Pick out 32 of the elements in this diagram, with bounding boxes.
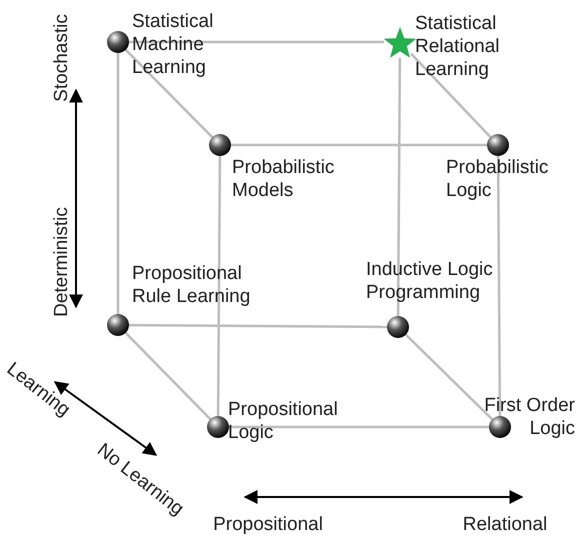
cube-edge: [228, 426, 490, 428]
axis-label: Relational: [462, 514, 548, 536]
cube-edge: [216, 155, 222, 417]
cube-edge: [404, 333, 494, 421]
vertex-label: Probabilistic Logic: [446, 156, 550, 202]
vertex-label: Propositional Rule Learning: [132, 262, 252, 308]
vertex-label: Statistical Relational Learning: [415, 12, 500, 81]
sphere-node: [489, 416, 511, 438]
sphere-node: [487, 134, 509, 156]
cube-edge: [396, 58, 402, 317]
vertex-label: Propositional Logic: [228, 398, 339, 444]
vertex-label: Probabilistic Models: [232, 156, 332, 202]
sphere-node: [387, 316, 409, 338]
cube-edge: [496, 155, 502, 417]
cube-edge: [116, 52, 120, 315]
star-node: [383, 25, 417, 59]
axis-label: Stochastic: [51, 14, 73, 102]
vertex-label: First Order Logic: [483, 394, 575, 440]
sphere-node: [209, 134, 231, 156]
cube-edge: [410, 52, 492, 139]
cube-edge: [230, 144, 488, 146]
sphere-node: [207, 416, 229, 438]
cube-edge: [128, 40, 384, 44]
axis-label: Propositional: [213, 514, 323, 536]
sphere-node: [107, 314, 129, 336]
vertex-label: Inductive Logic Programming: [366, 258, 494, 304]
axis-label: Deterministic: [51, 207, 73, 317]
vertex-label: Statistical Machine Learning: [132, 10, 214, 79]
cube-edge: [128, 324, 388, 328]
cube-edge: [124, 331, 212, 421]
cube-edge: [124, 48, 214, 139]
sphere-node: [107, 31, 129, 53]
